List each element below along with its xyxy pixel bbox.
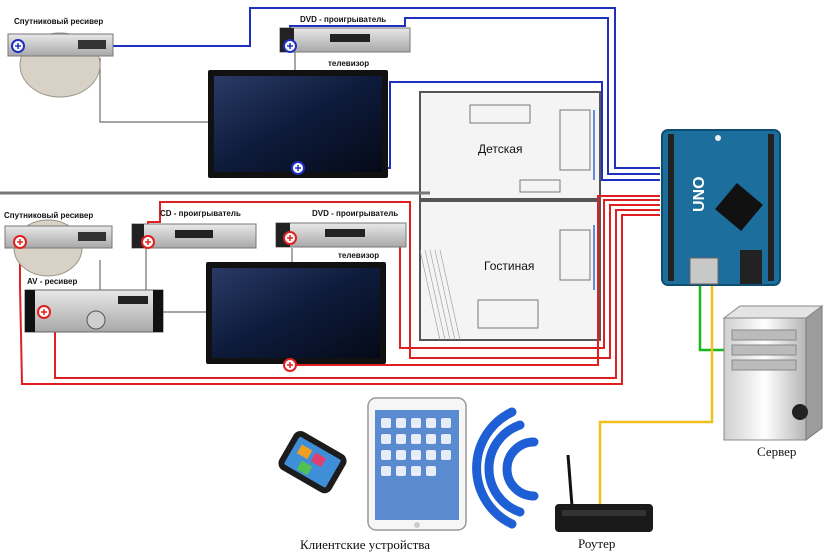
ir-emitters [11, 39, 305, 372]
room-label-kids: Детская [478, 142, 522, 156]
sat-receiver-2-label: Спутниковый ресивер [4, 211, 93, 220]
satellite-receiver-2: Спутниковый ресивер [4, 211, 113, 277]
yellow-wire [598, 285, 714, 508]
tv-1: телевизор [208, 59, 388, 178]
client-devices: Клиентские устройства [278, 397, 467, 552]
server-label: Сервер [757, 444, 796, 459]
arduino-uno-label: UNO [691, 176, 708, 212]
ir-emitter-icon [283, 358, 297, 372]
server-tower: Сервер [722, 305, 824, 459]
arduino-board: UNO [661, 129, 781, 286]
ir-emitter-icon [141, 235, 155, 249]
dvd-player-2: DVD - проигрыватель [275, 209, 407, 248]
green-wire [698, 285, 725, 352]
router-label: Роутер [578, 536, 615, 551]
wifi-signal-icon [472, 407, 539, 529]
smartphone [278, 431, 347, 494]
room-label-living: Гостиная [484, 259, 534, 273]
router: Роутер [555, 454, 653, 551]
av-receiver: AV - ресивер [24, 277, 164, 333]
dvd-player-1: DVD - проигрыватель [279, 15, 411, 53]
av-receiver-label: AV - ресивер [27, 277, 77, 286]
tv-2-label: телевизор [338, 251, 379, 260]
cd-player-label: CD - проигрыватель [160, 209, 241, 218]
satellite-receiver-1: Спутниковый ресивер [7, 17, 114, 98]
dvd-player-1-label: DVD - проигрыватель [300, 15, 386, 24]
floor-plan: Детская Гостиная [419, 91, 601, 341]
ir-emitter-icon [283, 39, 297, 53]
sat-receiver-1-label: Спутниковый ресивер [14, 17, 103, 26]
tv-1-label: телевизор [328, 59, 369, 68]
tv-2: телевизор [206, 251, 386, 364]
ir-emitter-icon [283, 231, 297, 245]
ir-emitter-icon [291, 161, 305, 175]
ir-emitter-icon [13, 235, 27, 249]
client-devices-label: Клиентские устройства [300, 537, 430, 552]
gray-wires [99, 52, 296, 313]
ir-emitter-icon [11, 39, 25, 53]
dvd-player-2-label: DVD - проигрыватель [312, 209, 398, 218]
ir-emitter-icon [37, 305, 51, 319]
tablet [367, 397, 467, 531]
